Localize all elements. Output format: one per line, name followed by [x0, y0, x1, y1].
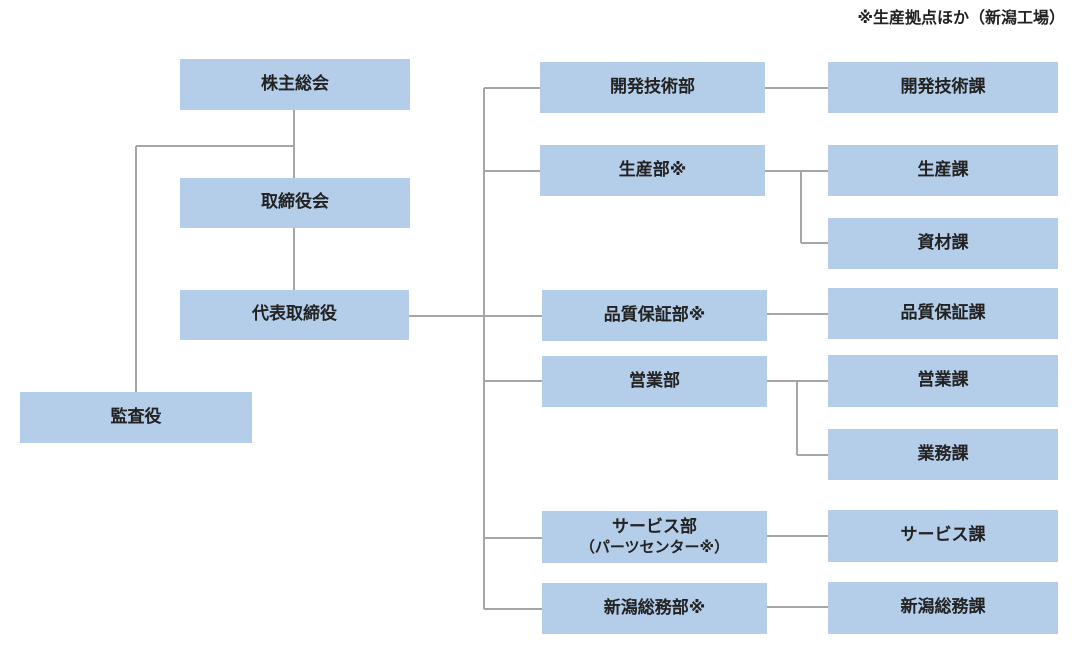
box-dept-dev: 開発技術部	[540, 62, 765, 113]
box-section-materials: 資材課	[828, 218, 1058, 269]
box-section-niigata: 新潟総務課	[828, 582, 1058, 634]
box-section-production: 生産課	[828, 145, 1058, 196]
box-dept-qa: 品質保証部※	[542, 290, 767, 341]
box-section-dev: 開発技術課	[828, 62, 1058, 113]
box-dept-sales: 営業部	[542, 356, 767, 407]
box-president: 代表取締役	[180, 290, 409, 340]
box-board: 取締役会	[180, 178, 410, 228]
box-dept-service: サービス部（パーツセンター※）	[542, 511, 767, 563]
box-dept-prod: 生産部※	[540, 145, 765, 196]
box-dept-niigata: 新潟総務部※	[542, 583, 767, 634]
footnote: ※生産拠点ほか（新潟工場）	[857, 8, 1065, 27]
box-section-business: 業務課	[828, 429, 1058, 480]
box-shareholders: 株主総会	[180, 59, 410, 110]
box-section-sales: 営業課	[828, 355, 1058, 407]
box-section-service: サービス課	[828, 510, 1058, 562]
box-auditor: 監査役	[20, 392, 252, 443]
box-section-qa: 品質保証課	[828, 288, 1058, 339]
